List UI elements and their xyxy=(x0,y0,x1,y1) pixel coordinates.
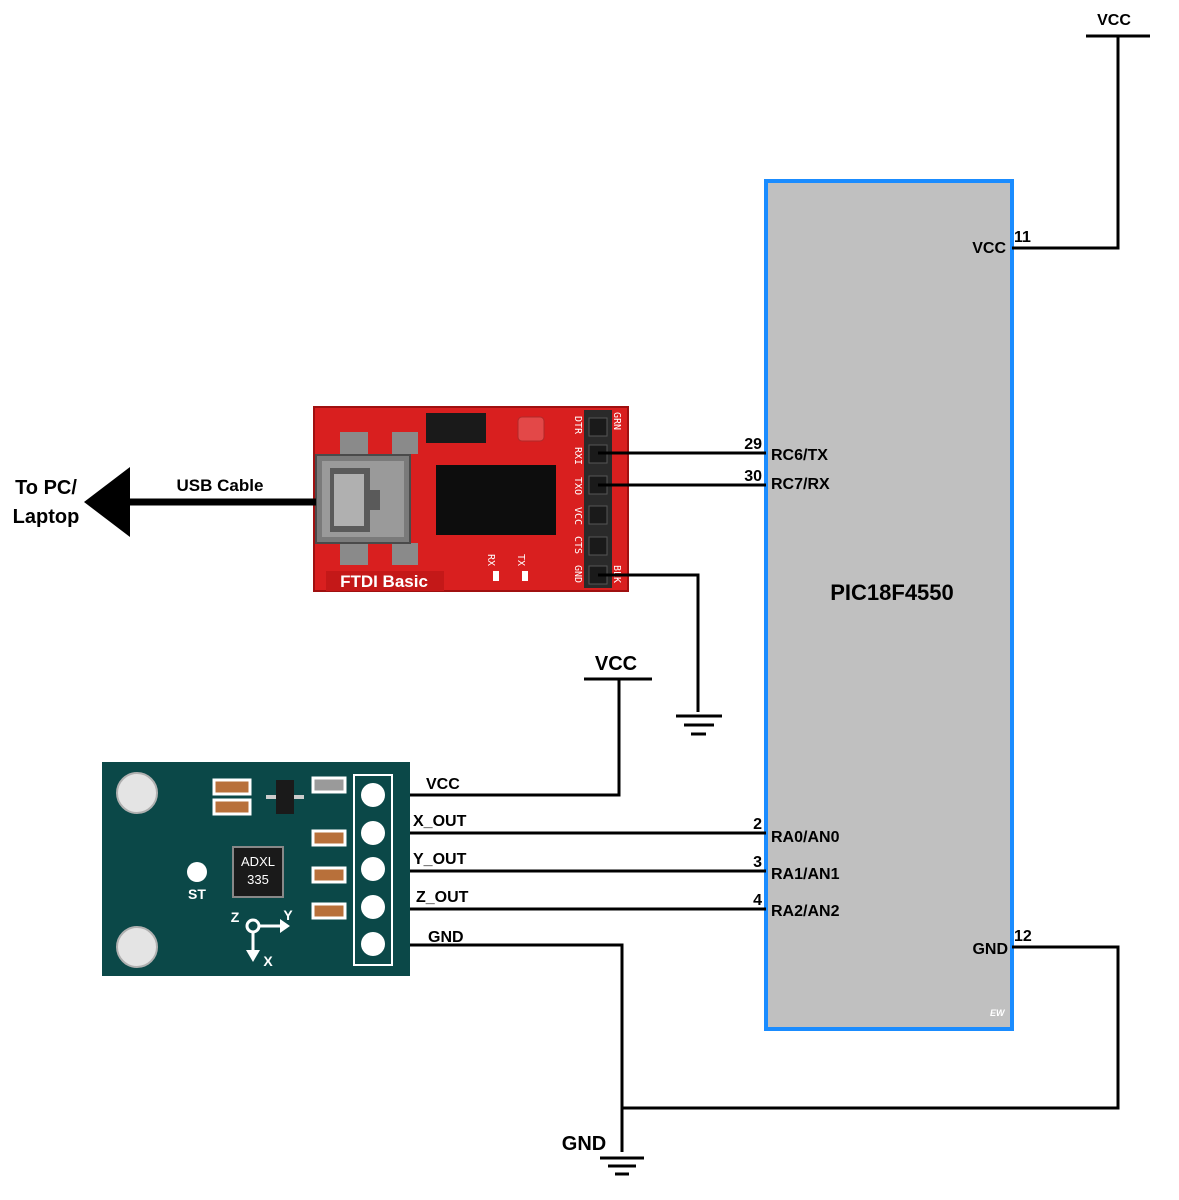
destination-line1: To PC/ xyxy=(15,477,77,499)
mcu-pin-vcc-label: VCC xyxy=(972,240,1006,257)
mcu-pic18f4550: PIC18F4550 EW VCC 11 GND 12 RC6/TX 29 RC… xyxy=(744,179,1032,1031)
mcu-pin-rc7-label: RC7/RX xyxy=(771,476,830,493)
ftdi-pin-vcc: VCC xyxy=(572,507,583,525)
ground-symbol-ftdi xyxy=(676,714,722,736)
ftdi-header-grn: GRN xyxy=(611,412,622,430)
wire-label-vcc: VCC xyxy=(426,776,460,793)
vcc-symbol-top: VCC xyxy=(1086,12,1150,75)
wire-adxl-vcc xyxy=(410,718,621,797)
vcc-symbol-mid: VCC xyxy=(584,653,652,718)
mcu-pin-ra1-num: 3 xyxy=(753,854,762,871)
usb-arrow xyxy=(84,467,130,537)
gnd-bottom-label: GND xyxy=(562,1133,606,1155)
ftdi-pin-cts: CTS xyxy=(572,536,583,554)
mcu-name: PIC18F4550 xyxy=(830,580,954,605)
adxl-axis-z: Z xyxy=(231,909,240,925)
mcu-pin-rc7-num: 30 xyxy=(744,468,762,485)
ftdi-chip xyxy=(436,465,556,535)
ftdi-pin-txo: TXO xyxy=(572,477,583,495)
axis-icon xyxy=(245,918,280,952)
wire-ftdi-gnd xyxy=(598,573,700,712)
wire-adxl-gnd xyxy=(410,943,624,1152)
mcu-pin-vcc-num: 11 xyxy=(1014,229,1031,246)
mcu-watermark: EW xyxy=(990,1008,1006,1018)
usb-cable-label: USB Cable xyxy=(177,476,264,495)
ftdi-pin-gnd: GND xyxy=(572,565,583,583)
ftdi-pin-dtr: DTR xyxy=(572,416,583,435)
adxl-chip-line2: 335 xyxy=(247,872,269,887)
mcu-pin-ra1-label: RA1/AN1 xyxy=(771,866,840,883)
ground-symbol-bottom xyxy=(600,1156,644,1176)
adxl-chip xyxy=(232,846,284,898)
mcu-pin-rc6-num: 29 xyxy=(744,436,762,453)
adxl-header xyxy=(353,774,393,966)
mcu-pin-ra0-num: 2 xyxy=(753,816,762,833)
wire-label-y-out: Y_OUT xyxy=(413,851,467,868)
vcc-top-label: VCC xyxy=(1097,12,1131,29)
adxl-axis-x: X xyxy=(263,953,273,969)
vcc-mid-label: VCC xyxy=(595,653,637,675)
mcu-pin-ra0-label: RA0/AN0 xyxy=(771,829,840,846)
ftdi-led-tx-label: TX xyxy=(515,554,526,566)
ftdi-pin-rxi: RXI xyxy=(572,447,583,465)
mcu-pin-ra2-label: RA2/AN2 xyxy=(771,903,840,920)
wire-vcc-mcu xyxy=(1012,75,1120,250)
adxl335-board: ADXL 335 ST Z Y X xyxy=(102,762,410,976)
ftdi-led-rx-label: RX xyxy=(485,554,496,566)
wire-gnd-mcu xyxy=(622,945,1120,1110)
mcu-pin-gnd-label: GND xyxy=(972,941,1008,958)
ftdi-header xyxy=(584,410,612,588)
destination-line2: Laptop xyxy=(13,506,80,528)
wire-label-z-out: Z_OUT xyxy=(416,889,469,906)
mcu-pin-ra2-num: 4 xyxy=(753,892,762,909)
adxl-chip-line1: ADXL xyxy=(241,854,275,869)
wire-label-gnd: GND xyxy=(428,929,464,946)
ftdi-basic-board: DTR RXI TXO VCC CTS GND GRN BLK RX TX FT… xyxy=(313,406,629,592)
adxl-axis-y: Y xyxy=(283,907,293,923)
adxl-st-label: ST xyxy=(188,886,206,902)
wire-label-x-out: X_OUT xyxy=(413,813,467,830)
mcu-pin-gnd-num: 12 xyxy=(1014,928,1032,945)
ftdi-label: FTDI Basic xyxy=(340,572,428,591)
mcu-body xyxy=(764,179,1014,1031)
mcu-pin-rc6-label: RC6/TX xyxy=(771,447,828,464)
